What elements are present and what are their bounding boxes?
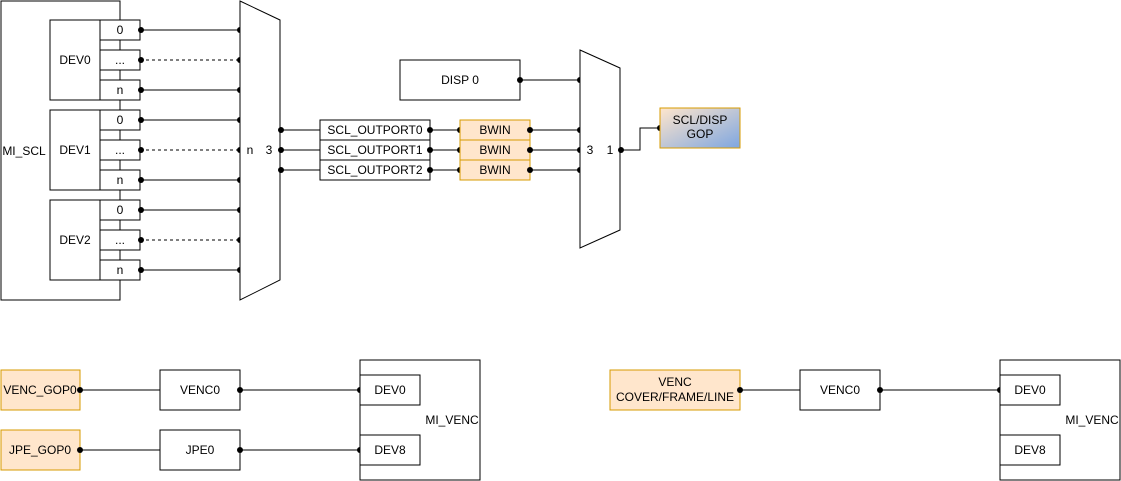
mux1-shape (239, 0, 281, 301)
bwin0-label: BWIN (479, 123, 510, 137)
dev1-port-0-label: 0 (117, 113, 124, 127)
dev1-port-mid-label: ... (115, 143, 125, 157)
mi-venc-left-label: MI_VENC (425, 413, 479, 427)
dev1-box (49, 109, 101, 191)
dev1-label: DEV1 (59, 143, 91, 157)
venc-gop0-label: VENC_GOP0 (3, 383, 77, 397)
jpe0-out-dot (237, 447, 243, 453)
mi-venc-right-dev0-label: DEV0 (1014, 383, 1046, 397)
mi-venc-left-dev8 (359, 434, 421, 466)
jpe-gop0-box (0, 429, 81, 471)
dev0-label: DEV0 (59, 53, 91, 67)
disp0-box (399, 59, 521, 101)
outport-bwin-wires (427, 127, 463, 173)
scl-outport1-label: SCL_OUTPORT1 (327, 143, 422, 157)
venc0-label: VENC0 (180, 383, 220, 397)
venc-cover-line2: COVER/FRAME/LINE (616, 390, 734, 404)
mux1-output-wires (278, 127, 320, 173)
mux2-in-label: 3 (587, 143, 594, 157)
jpe-gop0-dot (77, 447, 83, 453)
dev0-port-0-label: 0 (117, 23, 124, 37)
scl-disp-gop-line1: SCL/DISP (673, 113, 728, 127)
dev0-box (49, 19, 101, 101)
mux2-gop-wire (620, 127, 660, 151)
venc-gop0-dot (77, 387, 83, 393)
scl-disp-gop-line2: GOP (687, 127, 714, 141)
mux2-out-dot (618, 147, 624, 153)
venc0-right-box (799, 369, 881, 411)
mi-venc-left-dev8-label: DEV8 (374, 443, 406, 457)
venc0-out-dot (237, 387, 243, 393)
jpe0-label: JPE0 (186, 443, 215, 457)
port-wires (140, 29, 240, 271)
scl-outport0-label: SCL_OUTPORT0 (327, 123, 422, 137)
mi-venc-right-dev0 (999, 374, 1061, 406)
venc0-right-out-dot (877, 387, 883, 393)
dev2-label: DEV2 (59, 233, 91, 247)
dev1-port-n-label: n (117, 173, 124, 187)
mux2-shape (579, 49, 621, 249)
bwin-mux2-wires (527, 127, 583, 173)
bwin1-label: BWIN (479, 143, 510, 157)
mi-venc-right-dev8-label: DEV8 (1014, 443, 1046, 457)
venc-cover-dot (737, 387, 743, 393)
dev0-port-mid-label: ... (115, 53, 125, 67)
mux1-out-label: 3 (266, 143, 273, 157)
disp-wire-dot-start (517, 77, 523, 83)
dev2-port-n-label: n (117, 263, 124, 277)
dev2-port-0-label: 0 (117, 203, 124, 217)
jpe-gop0-label: JPE_GOP0 (9, 443, 71, 457)
venc0-box (159, 369, 241, 411)
venc0-right-label: VENC0 (820, 383, 860, 397)
bwin2-label: BWIN (479, 163, 510, 177)
mi-venc-right-dev8 (999, 434, 1061, 466)
dev0-port-n-label: n (117, 83, 124, 97)
mi-venc-left-dev0-label: DEV0 (374, 383, 406, 397)
venc-cover-line1: VENC (658, 375, 692, 389)
venc-cover-box (609, 369, 741, 411)
mi-scl-label: MI_SCL (2, 144, 46, 158)
mi-venc-left-dev0 (359, 374, 421, 406)
disp0-label: DISP 0 (441, 73, 479, 87)
mi-venc-right-label: MI_VENC (1065, 413, 1119, 427)
mux1-in-label: n (247, 143, 254, 157)
dev2-box (49, 199, 101, 281)
scl-outport2-label: SCL_OUTPORT2 (327, 163, 422, 177)
scl-disp-gop-box (659, 107, 741, 149)
mux2-out-label: 1 (607, 143, 614, 157)
dev2-port-mid-label: ... (115, 233, 125, 247)
jpe0-box (159, 429, 241, 471)
